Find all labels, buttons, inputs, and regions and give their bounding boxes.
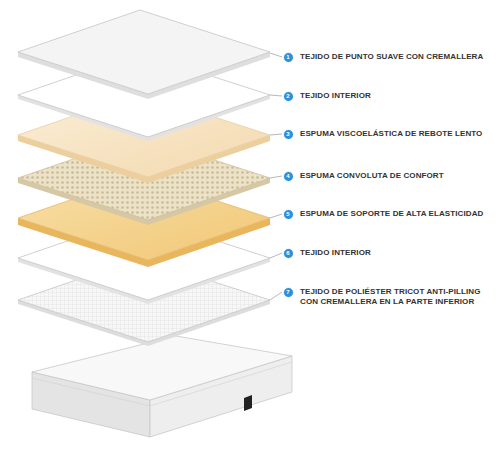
callout-number: 1 bbox=[286, 54, 289, 60]
layer-1 bbox=[18, 10, 270, 99]
callout-number: 3 bbox=[286, 131, 289, 137]
mattress-base bbox=[32, 336, 292, 437]
layer-label: TEJIDO INTERIOR bbox=[300, 91, 492, 101]
callout-circle: 3 bbox=[283, 129, 294, 140]
callout-number: 5 bbox=[286, 211, 289, 217]
callout-circle: 6 bbox=[283, 248, 294, 259]
layer-label: ESPUMA VISCOELÁSTICA DE REBOTE LENTO bbox=[300, 129, 492, 139]
layer-label: TEJIDO INTERIOR bbox=[300, 248, 492, 258]
callout-circle: 1 bbox=[283, 52, 294, 63]
callout-circle: 2 bbox=[283, 91, 294, 102]
callout-number: 2 bbox=[286, 93, 289, 99]
callout-number: 4 bbox=[286, 173, 289, 179]
callout-circle: 5 bbox=[283, 209, 294, 220]
layer-label: ESPUMA DE SOPORTE DE ALTA ELASTICIDAD bbox=[300, 209, 492, 219]
layer-label: TEJIDO DE POLIÉSTER TRICOT ANTI-PILLING … bbox=[300, 287, 492, 307]
callout-number: 7 bbox=[286, 289, 289, 295]
layer-label: ESPUMA CONVOLUTA DE CONFORT bbox=[300, 171, 492, 181]
callout-circle: 7 bbox=[283, 287, 294, 298]
callout-number: 6 bbox=[286, 250, 289, 256]
leader-lines bbox=[270, 53, 282, 300]
callout-circle: 4 bbox=[283, 171, 294, 182]
layer-label: TEJIDO DE PUNTO SUAVE CON CREMALLERA bbox=[300, 52, 492, 62]
